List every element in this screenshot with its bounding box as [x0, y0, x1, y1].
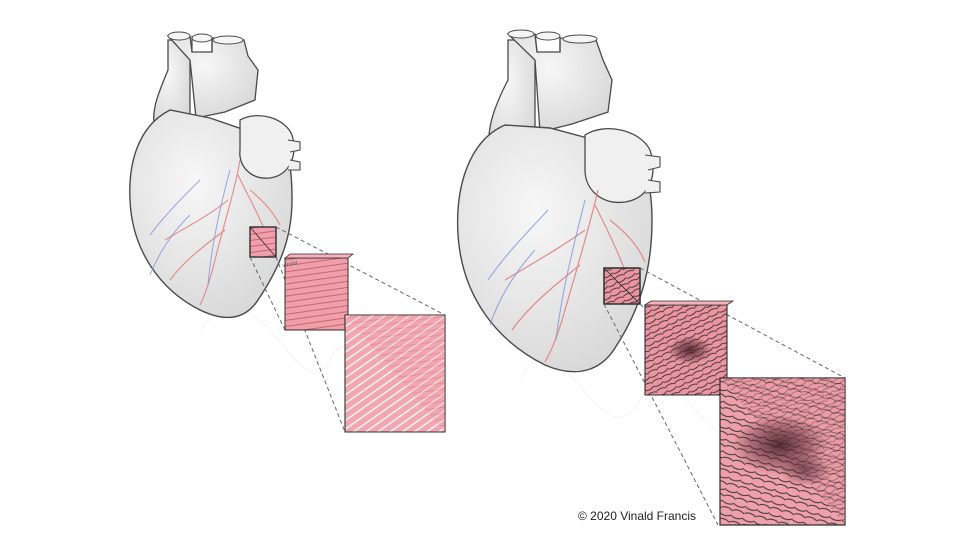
artist-signature: vinald	[282, 260, 298, 269]
diseased-heart	[456, 29, 661, 373]
coronary-arteries	[504, 189, 646, 363]
zoom-lines-right	[603, 267, 846, 526]
diseased-muscle-block-large	[719, 377, 846, 526]
cardiac-veins	[487, 199, 586, 341]
copyright-credit: © 2020 Vinald Francis	[578, 509, 697, 523]
cardiac-veins	[149, 169, 231, 286]
healthy-muscle-block-small	[283, 253, 355, 331]
diseased-muscle-block-small	[643, 300, 735, 396]
healthy-heart	[129, 31, 301, 319]
healthy-muscle-block-large	[344, 314, 446, 433]
